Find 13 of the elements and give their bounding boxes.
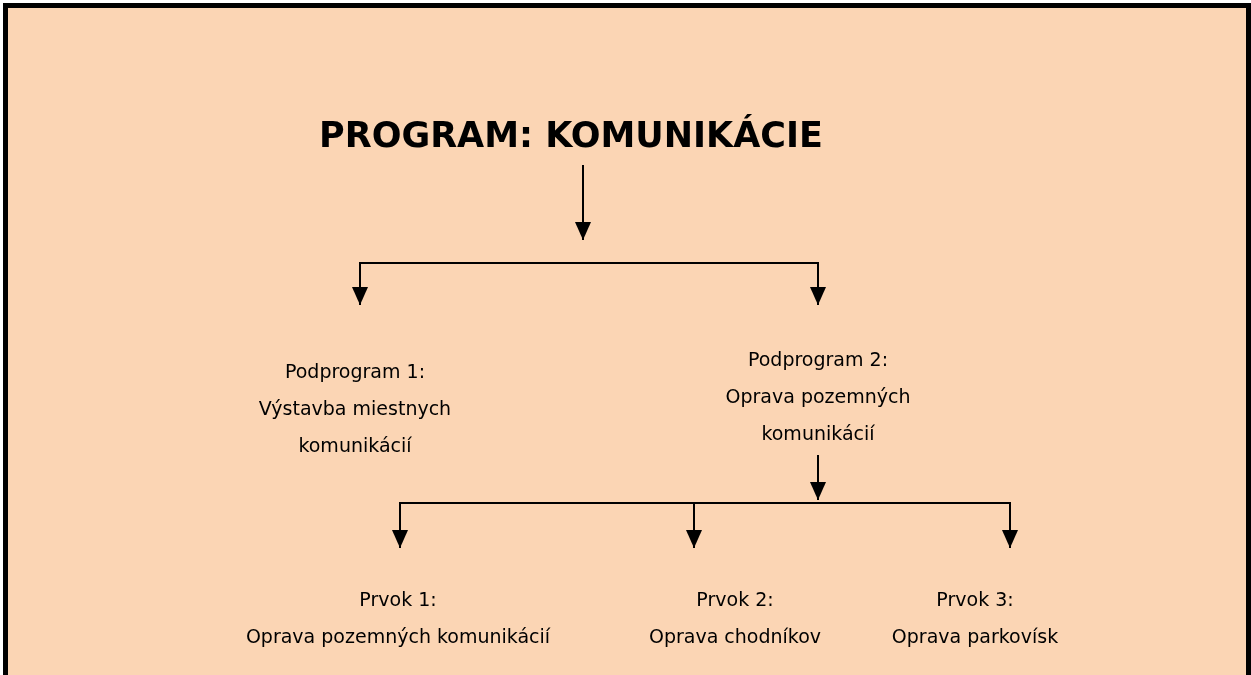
trunk-arrow xyxy=(575,164,591,241)
node-label: Oprava parkovísk xyxy=(890,624,1060,649)
program-heading: PROGRAM: KOMUNIKÁCIE xyxy=(318,113,824,157)
trunk-arrow xyxy=(810,454,826,501)
node-label: Oprava pozemných komunikácií xyxy=(244,624,552,649)
node-label: Výstavba miestnych komunikácií xyxy=(257,396,453,458)
node-label: Oprava pozemných komunikácií xyxy=(724,384,912,446)
node-label: Prvok 3: xyxy=(935,587,1015,612)
node-label: Podprogram 1: xyxy=(283,359,427,384)
node-label: Prvok 2: xyxy=(695,587,775,612)
node-label: Oprava chodníkov xyxy=(647,624,823,649)
node-label: Prvok 1: xyxy=(358,587,438,612)
node-label: Podprogram 2: xyxy=(746,347,890,372)
